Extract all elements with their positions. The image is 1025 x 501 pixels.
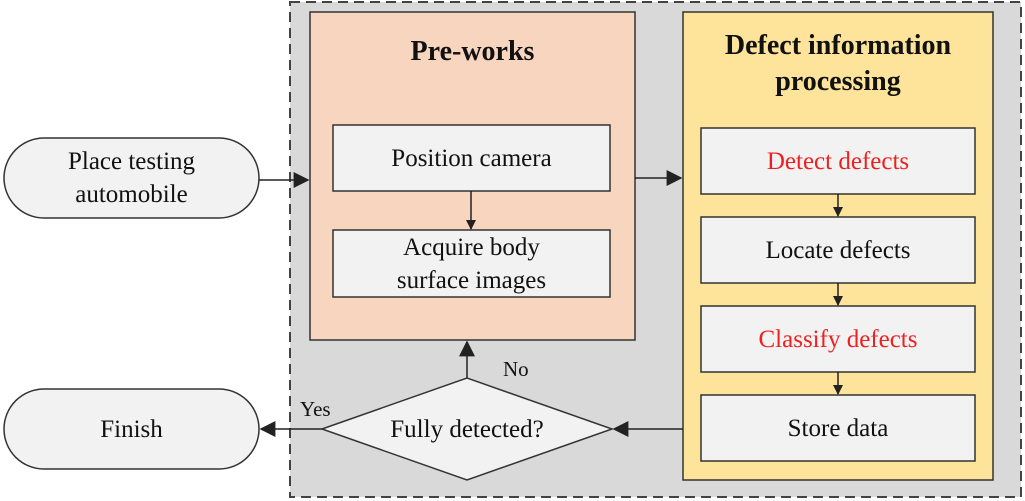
edge-label-no: No [503, 357, 529, 381]
position-camera-box [332, 124, 611, 192]
detect-defects-box [700, 127, 976, 195]
edge-label-yes: Yes [300, 397, 331, 421]
locate-defects-box [700, 216, 976, 284]
finish-terminator [3, 388, 260, 470]
store-data-box [700, 394, 976, 462]
fully-detected-decision [319, 377, 615, 481]
place-testing-terminator [3, 137, 260, 219]
classify-defects-box [700, 305, 976, 373]
acquire-images-box [332, 229, 611, 298]
